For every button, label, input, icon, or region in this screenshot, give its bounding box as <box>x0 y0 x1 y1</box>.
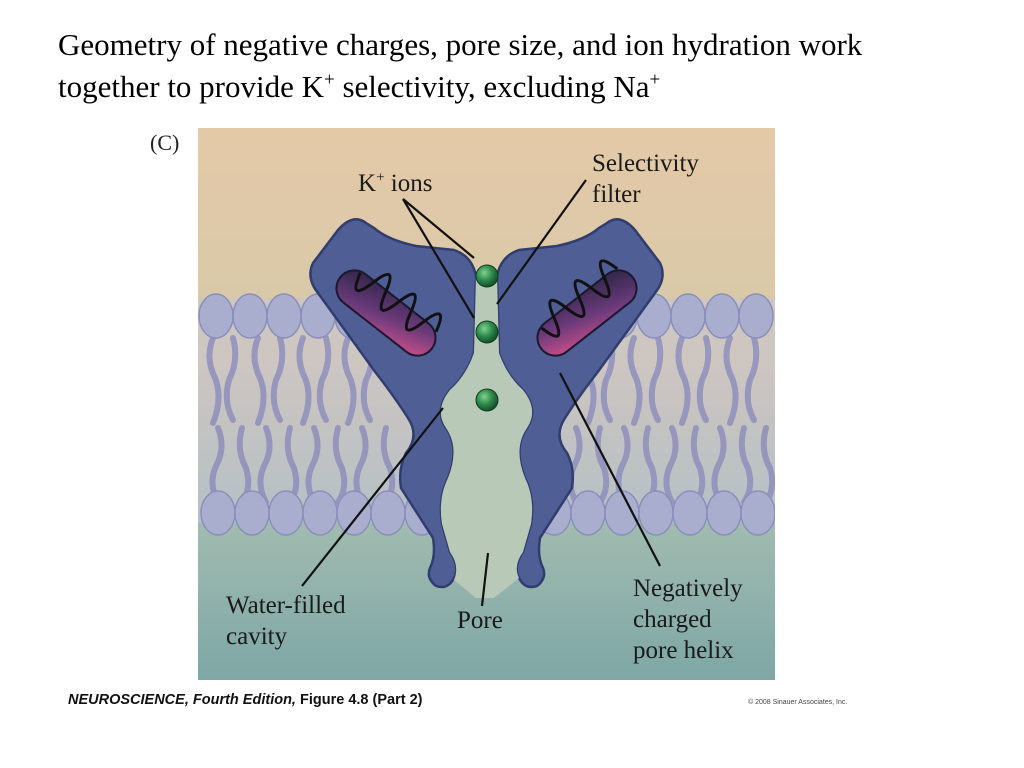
pore-helix-right <box>536 259 638 357</box>
pore-cavity <box>440 276 533 598</box>
pore-helix-left <box>335 269 443 357</box>
title-sup-2: + <box>649 69 661 91</box>
label-water-line-2: cavity <box>226 623 288 650</box>
lipid-tails <box>206 335 775 505</box>
label-helix-line-3: pore helix <box>633 637 734 664</box>
label-pore: Pore <box>457 607 503 634</box>
label-selectivity-line-1: Selectivity <box>592 150 699 177</box>
label-water-filled-cavity: Water-filled cavity <box>226 590 346 652</box>
label-selectivity-line-2: filter <box>592 181 641 208</box>
label-water-line-1: Water-filled <box>226 592 346 619</box>
leader-lines <box>301 179 661 607</box>
label-k-ions-sup: + <box>376 169 385 186</box>
leader-pore <box>480 552 490 607</box>
label-selectivity-filter: Selectivity filter <box>592 148 699 210</box>
label-k-ions: K+ ions <box>358 168 432 199</box>
label-negatively-charged-pore-helix: Negatively charged pore helix <box>633 573 743 666</box>
leader-k-ions-1 <box>402 198 475 259</box>
channel-diagram: K+ ions Selectivity filter Water-filled … <box>198 128 775 680</box>
credit-figure: Figure 4.8 (Part 2) <box>295 692 423 708</box>
title-line-1: Geometry of negative charges, pore size,… <box>58 27 863 62</box>
channel-subunit-left <box>309 218 478 589</box>
channel-subunit-right <box>495 218 664 589</box>
label-helix-line-1: Negatively <box>633 575 743 602</box>
channel-diagram-svg <box>198 128 775 680</box>
title-line-2-pre: together to provide K <box>58 69 325 104</box>
copyright-notice: © 2008 Sinauer Associates, Inc. <box>748 699 848 706</box>
leader-selectivity <box>496 179 587 305</box>
title-line-2: together to provide K+ selectivity, excl… <box>58 66 998 108</box>
k-ion-1 <box>475 264 499 288</box>
leader-water-cavity <box>301 407 444 587</box>
k-ion-3 <box>475 388 499 412</box>
panel-label: (C) <box>150 130 180 155</box>
title-line-2-mid: selectivity, excluding Na <box>334 69 650 104</box>
slide-title: Geometry of negative charges, pore size,… <box>58 24 998 108</box>
label-k-ions-text: ions <box>384 170 433 197</box>
credit-book: NEUROSCIENCE, Fourth Edition, <box>68 692 296 708</box>
leader-helix <box>559 372 661 567</box>
k-ion-2 <box>475 320 499 344</box>
label-helix-line-2: charged <box>633 606 712 633</box>
label-k-ions-k: K <box>358 170 377 197</box>
title-sup-1: + <box>324 69 335 91</box>
leader-k-ions-2 <box>402 198 475 319</box>
figure-credit: NEUROSCIENCE, Fourth Edition, Figure 4.8… <box>68 692 422 708</box>
